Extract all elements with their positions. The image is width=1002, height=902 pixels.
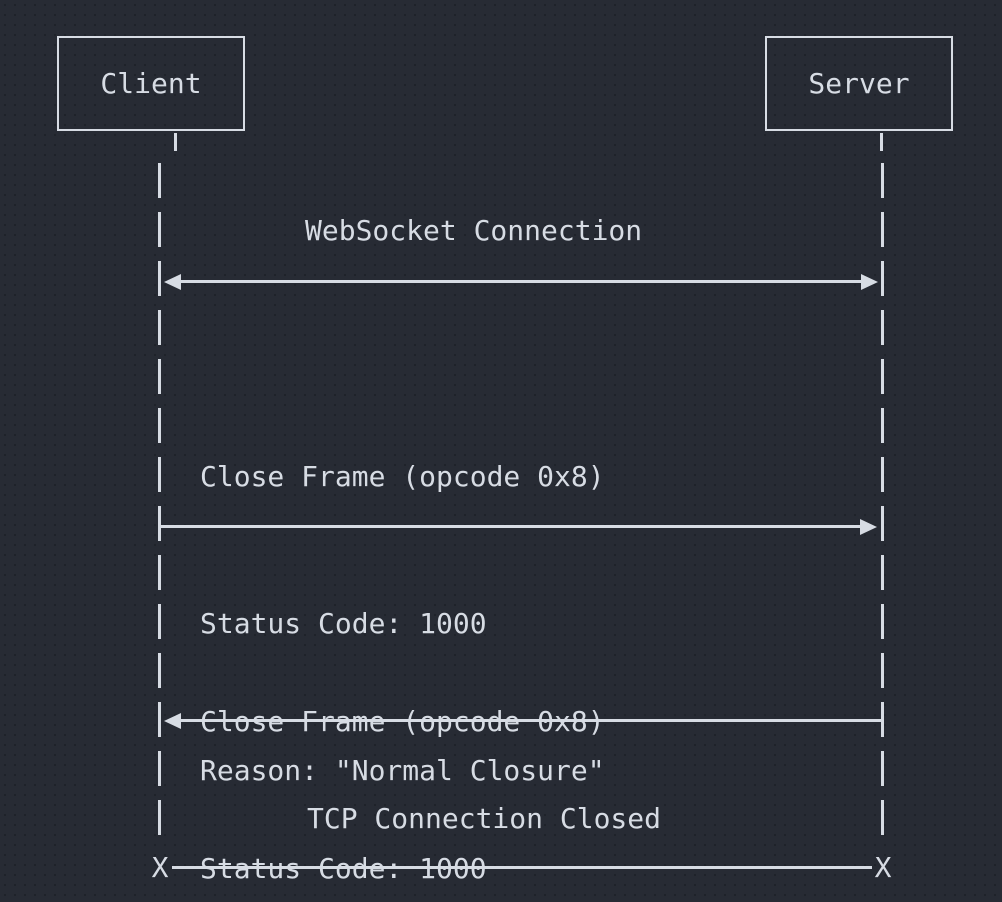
actor-label-client: Client	[100, 67, 202, 100]
server-lifeline-stub	[880, 133, 883, 151]
arrowhead-left-icon	[164, 713, 181, 729]
client-lifeline	[158, 163, 161, 837]
close-frame-client-line1: Close Frame (opcode 0x8)	[200, 460, 605, 493]
server-lifeline	[881, 163, 884, 837]
actor-box-client: Client	[57, 36, 245, 131]
client-lifeline-stub	[174, 133, 177, 151]
close-frame-client-line2: Status Code: 1000	[200, 607, 487, 640]
tcp-connection-closed-label: TCP Connection Closed	[307, 802, 662, 835]
tcp-end-marker-client: X	[151, 851, 169, 884]
close-frame-client-message: Close Frame (opcode 0x8) Status Code: 10…	[200, 354, 605, 893]
tcp-connection-closed-line	[172, 866, 872, 869]
actor-label-server: Server	[808, 67, 910, 100]
close-frame-server-arrow	[176, 719, 883, 722]
close-frame-client-arrow	[160, 525, 866, 528]
arrowhead-left-icon	[164, 274, 181, 290]
close-frame-server-message: Close Frame (opcode 0x8) Status Code: 10…	[200, 599, 605, 902]
arrowhead-right-icon	[861, 274, 878, 290]
actor-box-server: Server	[765, 36, 953, 131]
close-frame-client-line3: Reason: "Normal Closure"	[200, 754, 605, 787]
websocket-connection-label: WebSocket Connection	[305, 214, 643, 247]
arrowhead-right-icon	[860, 519, 877, 535]
tcp-end-marker-server: X	[874, 851, 892, 884]
websocket-connection-arrow	[170, 280, 870, 283]
